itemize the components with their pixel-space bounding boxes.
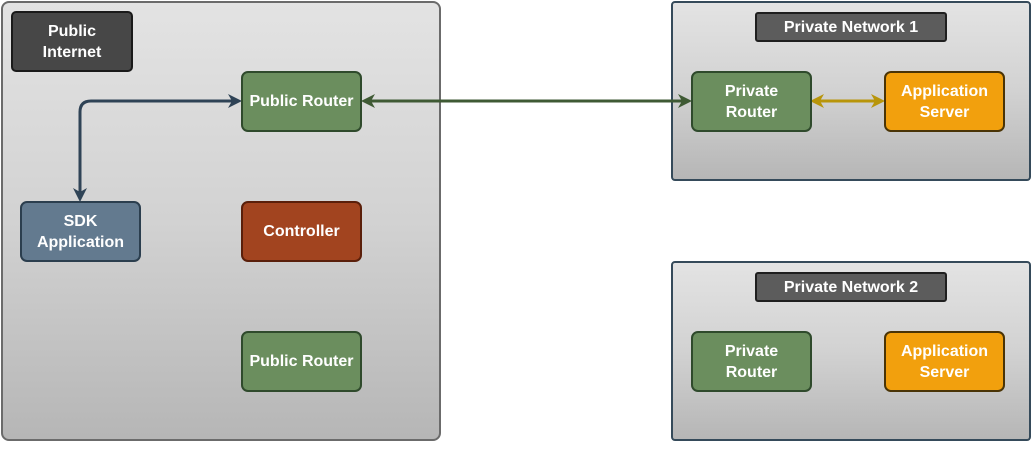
public-router-1: Public Router [241, 71, 362, 132]
application-server-2: Application Server [884, 331, 1005, 392]
private-router-2: Private Router [691, 331, 812, 392]
private-network-1-label: Private Network 1 [755, 12, 947, 42]
controller: Controller [241, 201, 362, 262]
public-router-2: Public Router [241, 331, 362, 392]
private-router-1: Private Router [691, 71, 812, 132]
sdk-application: SDK Application [20, 201, 141, 262]
private-network-2-label: Private Network 2 [755, 272, 947, 302]
application-server-1: Application Server [884, 71, 1005, 132]
public-internet-label: Public Internet [11, 11, 133, 72]
